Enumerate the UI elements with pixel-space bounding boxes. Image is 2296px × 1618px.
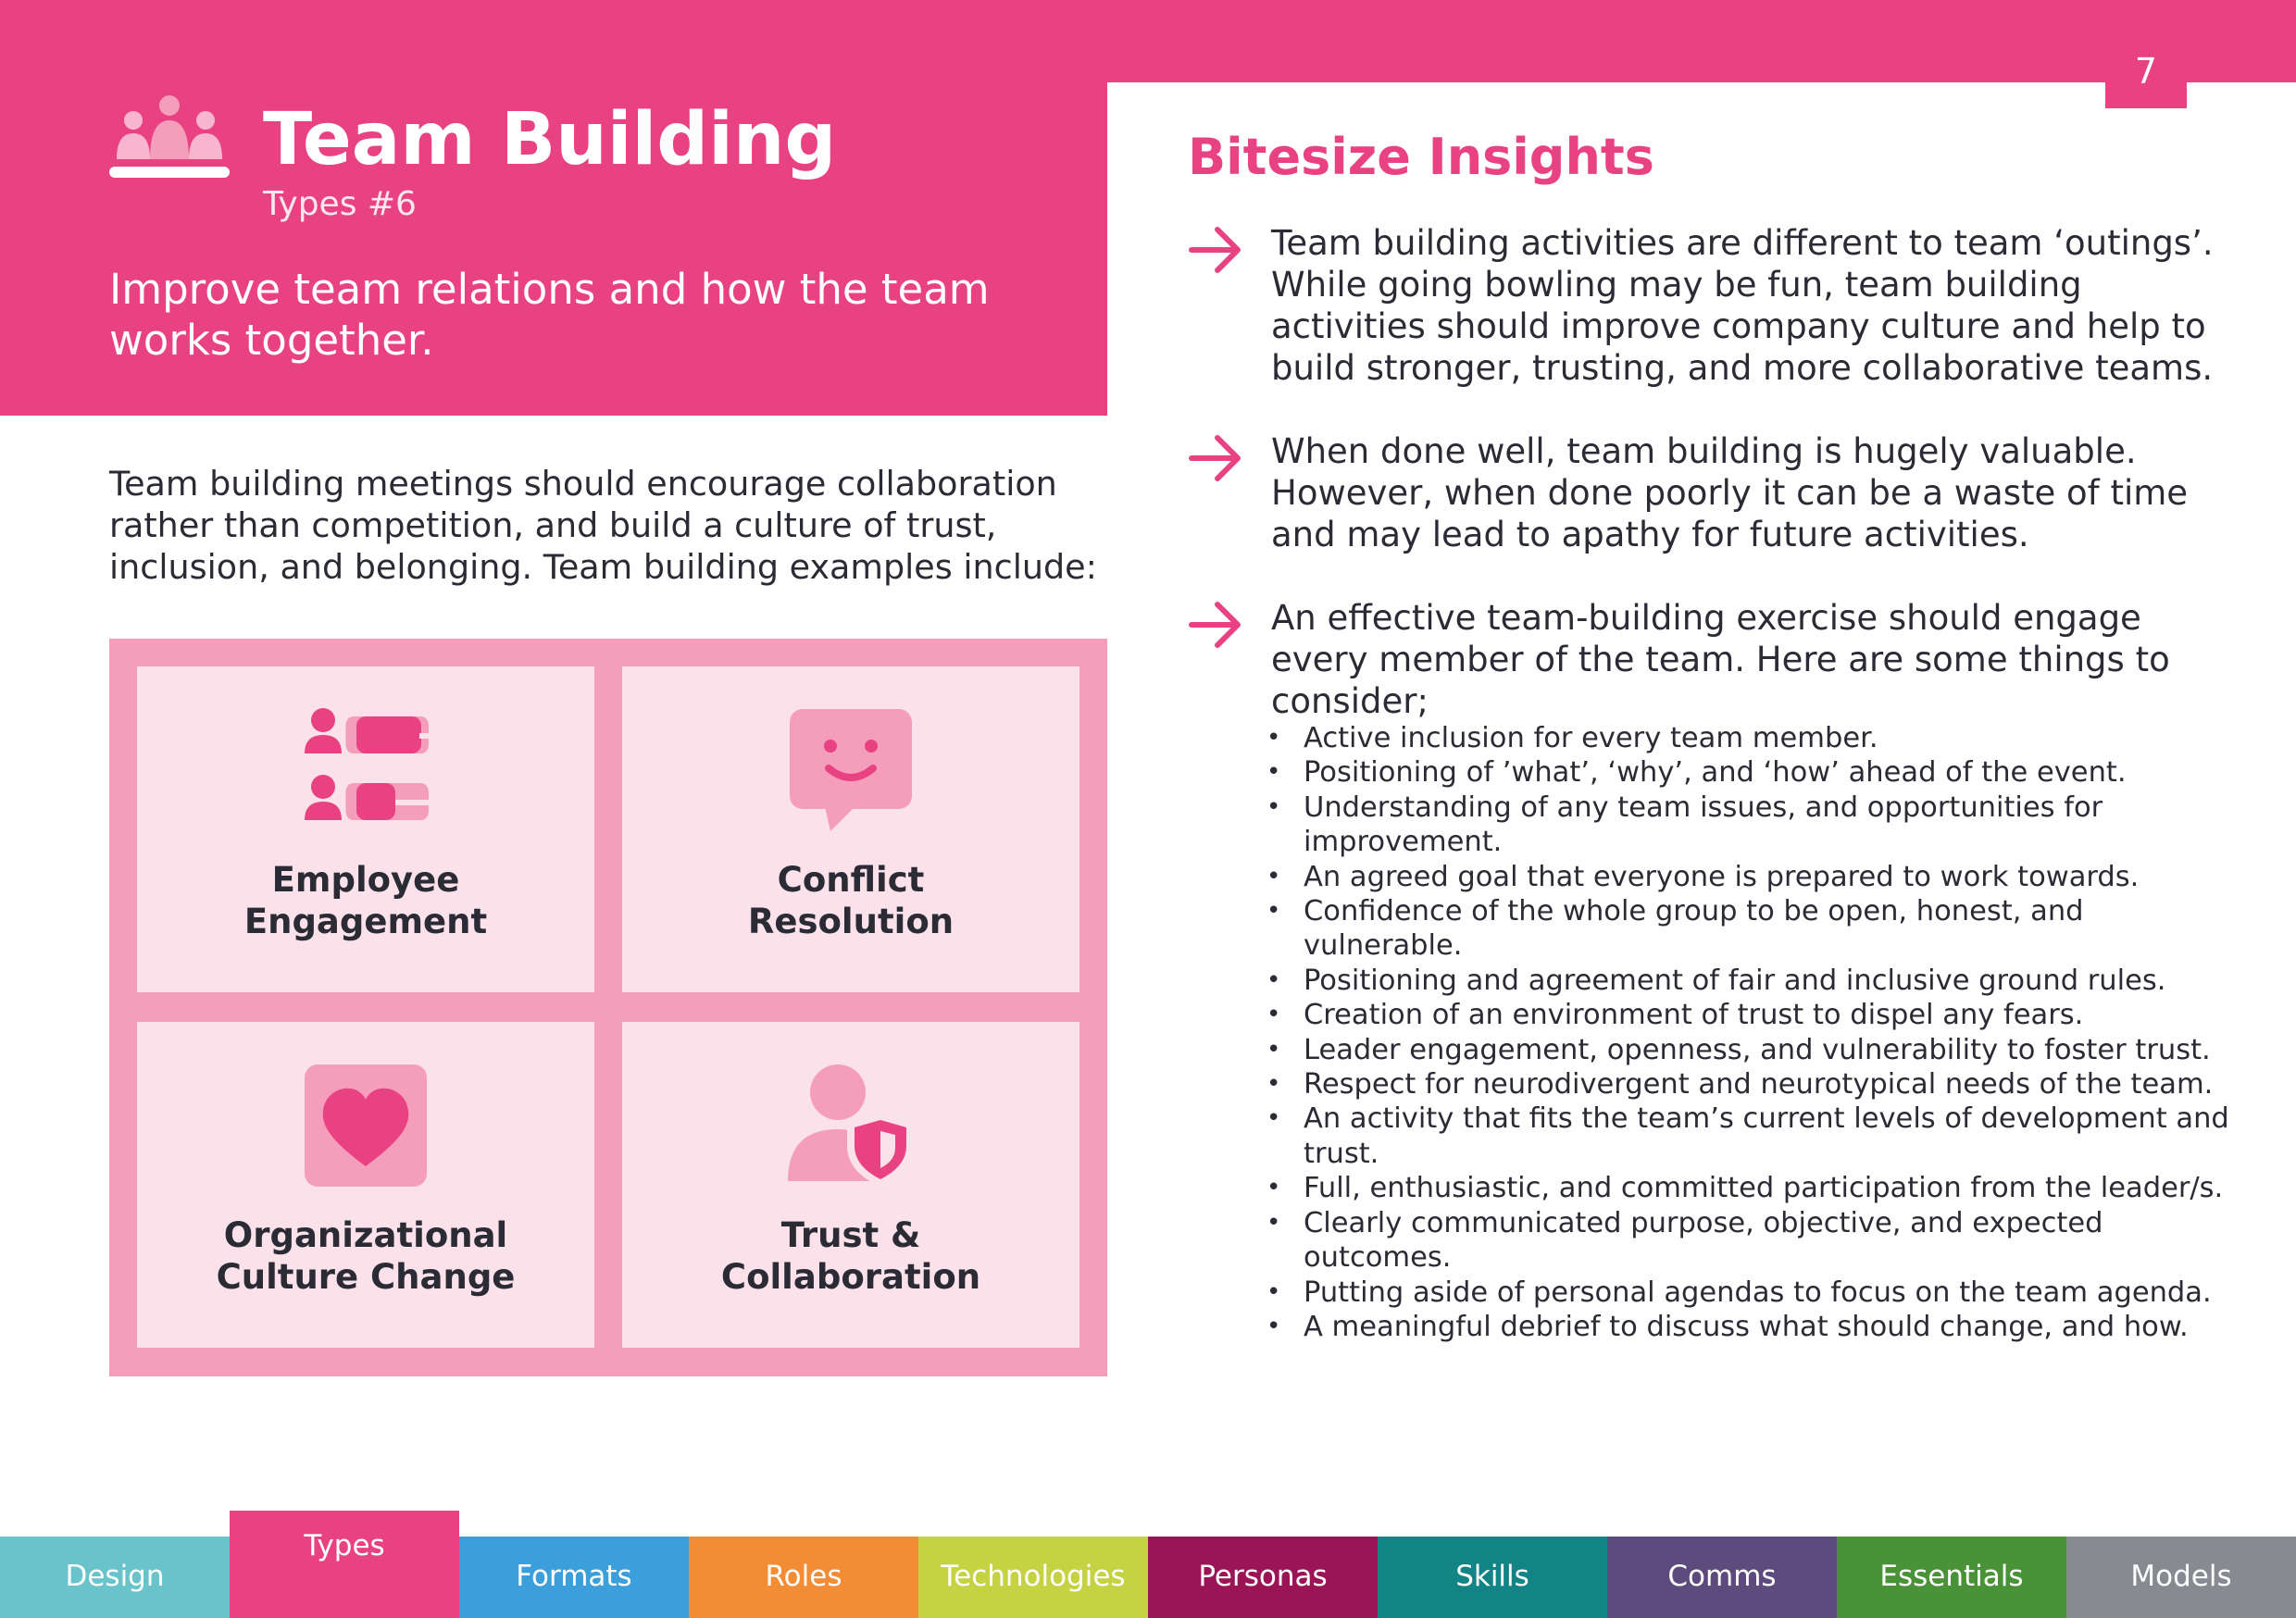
- consideration-item: A meaningful debrief to discuss what sho…: [1267, 1310, 2239, 1345]
- example-label: Organizational Culture Change: [216, 1215, 516, 1297]
- engagement-icon: [305, 708, 429, 820]
- considerations-list: Active inclusion for every team member. …: [1267, 721, 2239, 1345]
- example-label: Conflict Resolution: [747, 860, 955, 941]
- heart-icon: [305, 1064, 427, 1187]
- intro-paragraph: Team building meetings should encourage …: [109, 464, 1097, 587]
- example-label: Trust & Collaboration: [720, 1215, 981, 1297]
- consideration-item: Positioning and agreement of fair and in…: [1267, 964, 2239, 999]
- insights-title: Bitesize Insights: [1188, 128, 1654, 186]
- page-number: 7: [2105, 37, 2187, 108]
- nav-tab-skills[interactable]: Skills: [1378, 1537, 1607, 1618]
- consideration-item: Respect for neurodivergent and neurotypi…: [1267, 1067, 2239, 1102]
- nav-tab-comms[interactable]: Comms: [1607, 1537, 1837, 1618]
- example-card-culture-change: Organizational Culture Change: [137, 1022, 594, 1348]
- page-title: Team Building: [263, 98, 837, 181]
- consideration-item: An agreed goal that everyone is prepared…: [1267, 860, 2239, 895]
- section-nav: Design Types Formats Roles Technologies …: [0, 1511, 2296, 1618]
- nav-tab-technologies[interactable]: Technologies: [918, 1537, 1148, 1618]
- consideration-item: Creation of an environment of trust to d…: [1267, 998, 2239, 1033]
- consideration-item: Putting aside of personal agendas to foc…: [1267, 1276, 2239, 1311]
- team-icon: [109, 95, 230, 178]
- nav-tab-models[interactable]: Models: [2066, 1537, 2296, 1618]
- insight-text: When done well, team building is hugely …: [1271, 431, 2189, 554]
- consideration-item: Clearly communicated purpose, objective,…: [1267, 1206, 2239, 1276]
- page-subtitle: Types #6: [263, 185, 417, 223]
- example-card-employee-engagement: Employee Engagement: [137, 666, 594, 992]
- hero-panel: [0, 0, 1107, 416]
- consideration-item: An activity that fits the team’s current…: [1267, 1101, 2239, 1171]
- nav-tab-roles[interactable]: Roles: [689, 1537, 918, 1618]
- arrow-right-icon: [1189, 435, 1241, 481]
- examples-grid: Employee Engagement Conflict Resolution …: [109, 639, 1107, 1376]
- insight-text: An effective team-building exercise shou…: [1271, 598, 2170, 721]
- example-card-trust-collaboration: Trust & Collaboration: [622, 1022, 1079, 1348]
- example-label: Employee Engagement: [243, 860, 488, 941]
- consideration-item: Understanding of any team issues, and op…: [1267, 790, 2239, 860]
- consideration-item: Confidence of the whole group to be open…: [1267, 894, 2239, 964]
- nav-tab-personas[interactable]: Personas: [1148, 1537, 1378, 1618]
- hero-description: Improve team relations and how the team …: [109, 265, 990, 365]
- arrow-right-icon: [1189, 602, 1241, 648]
- nav-tab-types[interactable]: Types: [230, 1511, 459, 1618]
- consideration-item: Positioning of ’what’, ‘why’, and ‘how’ …: [1267, 755, 2239, 790]
- consideration-item: Leader engagement, openness, and vulnera…: [1267, 1033, 2239, 1068]
- arrow-right-icon: [1189, 227, 1241, 273]
- nav-tab-essentials[interactable]: Essentials: [1837, 1537, 2066, 1618]
- example-card-conflict-resolution: Conflict Resolution: [622, 666, 1079, 992]
- nav-tab-design[interactable]: Design: [0, 1537, 230, 1618]
- person-shield-icon: [788, 1064, 914, 1187]
- insight-text: Team building activities are different t…: [1271, 223, 2214, 388]
- consideration-item: Full, enthusiastic, and committed partic…: [1267, 1171, 2239, 1206]
- nav-tab-formats[interactable]: Formats: [459, 1537, 689, 1618]
- smile-speech-bubble-icon: [790, 709, 912, 831]
- consideration-item: Active inclusion for every team member.: [1267, 721, 2239, 756]
